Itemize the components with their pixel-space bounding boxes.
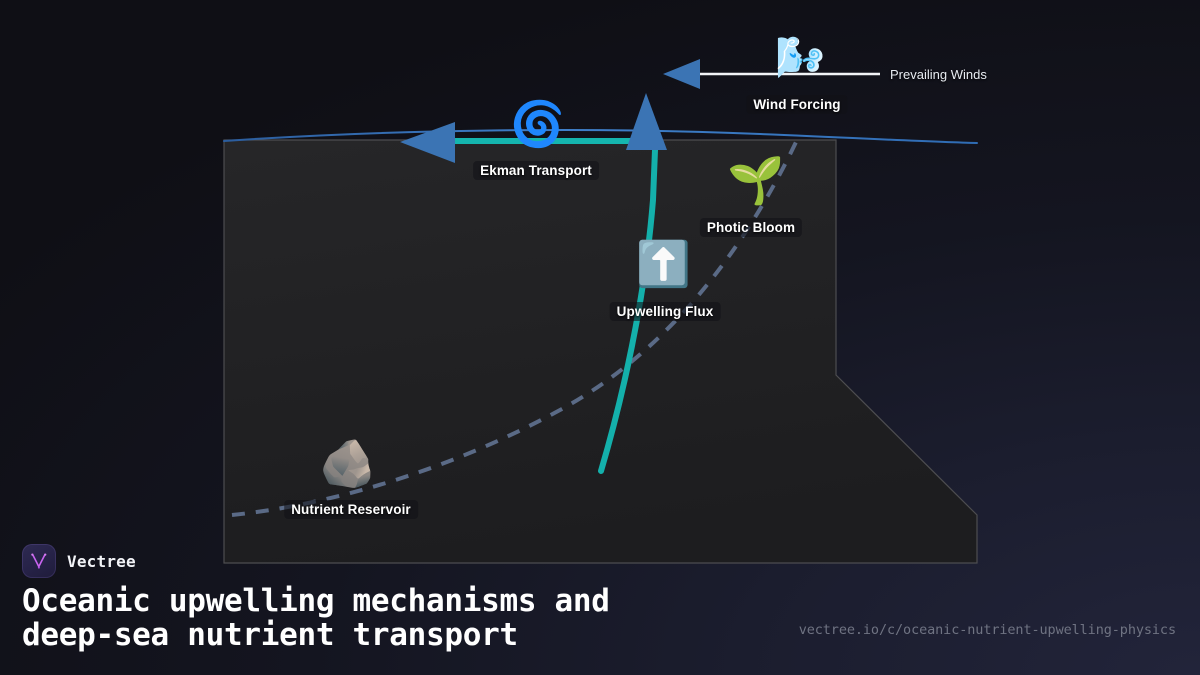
brand-name: Vectree bbox=[67, 551, 136, 571]
upwelling-arrowhead bbox=[626, 93, 667, 150]
node-label-wind-forcing: Wind Forcing bbox=[746, 95, 848, 114]
logo-glyph bbox=[31, 553, 47, 569]
node-label-upwelling-flux: Upwelling Flux bbox=[609, 302, 721, 321]
cyclone-icon: 🌀 bbox=[510, 99, 565, 150]
edge-label-prevailing-winds: Prevailing Winds bbox=[890, 67, 987, 82]
rock-icon: 🪨 bbox=[319, 436, 377, 490]
ekman-transport-arrowhead bbox=[400, 122, 455, 163]
nutrient-gradient-path bbox=[231, 139, 799, 517]
node-label-ekman-transport: Ekman Transport bbox=[473, 161, 599, 180]
page-title: Oceanic upwelling mechanisms and deep-se… bbox=[22, 583, 610, 653]
water-surface-line bbox=[223, 128, 978, 144]
brand-row: Vectree bbox=[22, 544, 136, 578]
footer: Vectree Oceanic upwelling mechanisms and… bbox=[0, 530, 1200, 675]
node-label-photic-bloom: Photic Bloom bbox=[699, 218, 803, 237]
wind-face-icon: 🌬️ bbox=[775, 35, 825, 81]
upwelling-flux-path bbox=[598, 147, 658, 474]
page-url: vectree.io/c/oceanic-nutrient-upwelling-… bbox=[798, 622, 1176, 638]
ocean-body-shape bbox=[223, 139, 978, 564]
prevailing-winds-arrowhead bbox=[663, 59, 700, 89]
seedling-icon: 🌱 bbox=[727, 153, 785, 207]
up-arrow-icon: ⬆️ bbox=[636, 239, 691, 290]
node-label-nutrient-reservoir: Nutrient Reservoir bbox=[284, 500, 418, 519]
vectree-logo-icon bbox=[22, 544, 56, 578]
